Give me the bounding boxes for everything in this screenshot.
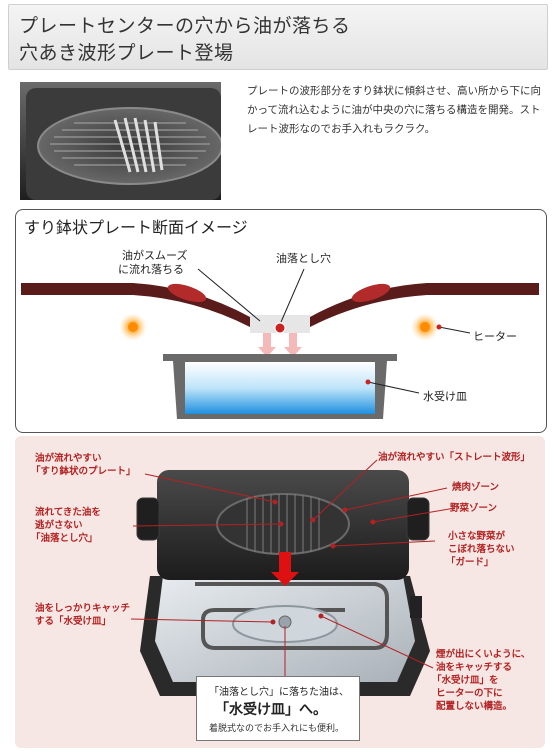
callout-bowl-1: 油が流れやすい [35,453,102,464]
callout-box-line-3: 着脱式なのでお手入れにも便利。 [209,724,345,734]
callout-guard-3: 「ガード」 [446,557,494,568]
callout-bowl-2: 「すり鉢状のプレート」 [31,466,136,477]
callout-yakiniku-zone: 焼肉ゾーン [452,482,500,493]
callout-catch-2: する「水受け皿」 [35,616,112,627]
callout-hole-2: 逃がさない [35,520,83,531]
label-smooth-2: に流れ落ちる [118,263,184,276]
hotplate-illustration [130,459,456,696]
section-title: すり鉢状プレート断面イメージ [24,218,248,237]
label-smooth-1: 油がスムーズ [122,249,188,262]
plate-illustration [20,82,221,200]
callout-smoke-2: 油をキャッチする [436,662,513,673]
header-line-2: 穴あき波形プレート登場 [19,42,234,64]
bottom-callout-box: 「油落とし穴」に落ちた油は、 「水受け皿」へ。 着脱式なのでお手入れにも便利。 [196,676,360,741]
callout-smoke-5: 配置しない構造。 [436,701,513,712]
callout-box-line-2: 「水受け皿」へ。 [215,702,327,718]
header-line-1: プレートセンターの穴から油が落ちる [19,15,351,37]
callout-hole-1: 流れてきた油を [35,507,101,518]
label-heater: ヒーター [473,330,517,343]
callout-smoke-1: 煙が出にくいように、 [436,649,531,660]
plate-photo [20,82,221,200]
callout-straight-wave: 油が流れやすい「ストレート波形」 [378,452,531,463]
callout-guard-1: 小さな野菜が [448,531,506,542]
page-header: プレートセンターの穴から油が落ちる 穴あき波形プレート登場 [8,4,548,70]
callout-smoke-4: ヒーターの下に [436,688,503,699]
callout-yasai-zone: 野菜ゾーン [450,503,498,514]
label-tray: 水受け皿 [423,390,467,403]
callout-guard-2: こぼれ落ちない [448,544,515,555]
callout-smoke-3: 「水受け皿」を [432,675,499,686]
callout-catch-1: 油をしっかりキャッチ [35,603,131,614]
label-drain-hole: 油落とし穴 [276,252,331,265]
cross-section-diagram [21,268,539,419]
callout-hole-3: 「油落とし穴」 [31,533,98,544]
intro-text: プレートの波形部分をすり鉢状に傾斜させ、高い所から下に向かって流れ込むように油が… [247,85,541,135]
callout-box-line-1: 「油落とし穴」に落ちた油は、 [209,687,349,698]
